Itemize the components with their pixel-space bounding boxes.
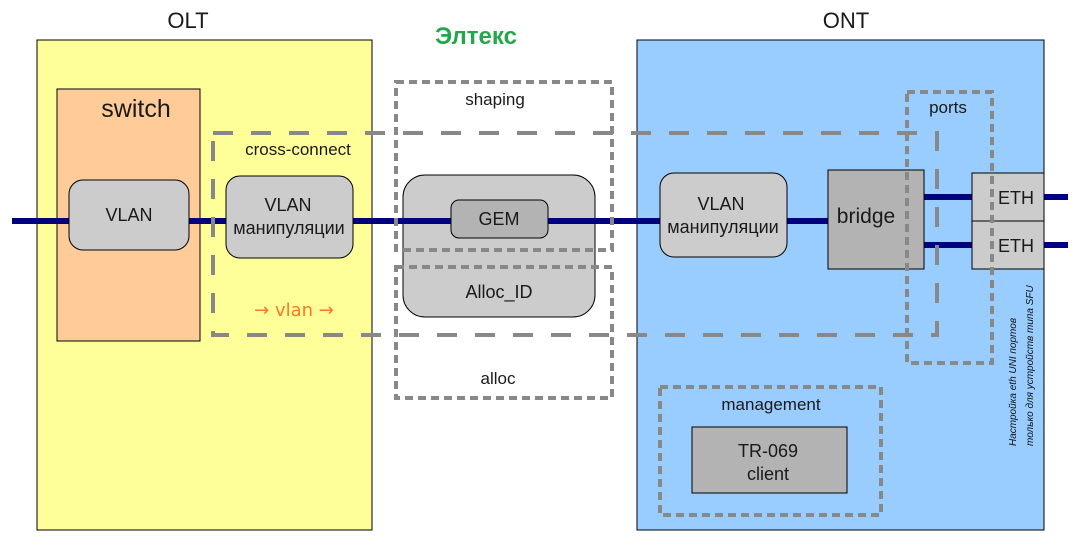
sfu-note-line2: только для устройств типа SFU	[1025, 284, 1036, 446]
gem-block	[450, 199, 549, 239]
alloc-region	[394, 265, 614, 400]
alloc-label: alloc	[481, 369, 516, 388]
eth-port-1-label: ETH	[998, 188, 1034, 208]
olt-vlan-manip-block	[225, 175, 354, 259]
ont-vlan-manip-line1: VLAN	[697, 194, 744, 214]
ont-vlan-manip-line2: манипуляции	[667, 217, 778, 237]
olt-vlan-manip-line1: VLAN	[264, 195, 311, 215]
shaping-label: shaping	[465, 90, 525, 109]
eth-port-2-label: ETH	[998, 236, 1034, 256]
tr069-line2: client	[747, 464, 789, 484]
olt-vlan-manip-line2: манипуляции	[233, 218, 344, 238]
management-region	[658, 385, 883, 517]
brand-label: Элтекс	[435, 23, 517, 50]
tr069-line1: TR-069	[738, 441, 798, 461]
vlan-flow-label: → vlan →	[254, 300, 334, 321]
cross-connect-label: cross-connect	[245, 140, 351, 159]
tr069-client-block	[691, 426, 848, 494]
olt-vlan-label: VLAN	[105, 205, 152, 225]
shaping-region	[394, 80, 614, 252]
sfu-note-line1: Настройка eth UNI портов	[1008, 318, 1019, 446]
sfu-note: Настройка eth UNI портов только для устр…	[1008, 284, 1036, 446]
ports-label: ports	[929, 98, 967, 117]
olt-vlan-block	[68, 179, 190, 251]
bridge-label: bridge	[837, 205, 895, 228]
ports-region	[905, 90, 994, 365]
cross-connect-region	[211, 131, 939, 337]
olt-title: OLT	[167, 8, 208, 33]
switch-label: switch	[101, 95, 170, 123]
ont-vlan-manip-block	[659, 172, 788, 258]
management-label: management	[721, 395, 821, 414]
ont-title: ONT	[823, 8, 869, 33]
gem-label: GEM	[478, 209, 519, 229]
alloc-id-label: Alloc_ID	[465, 282, 532, 303]
